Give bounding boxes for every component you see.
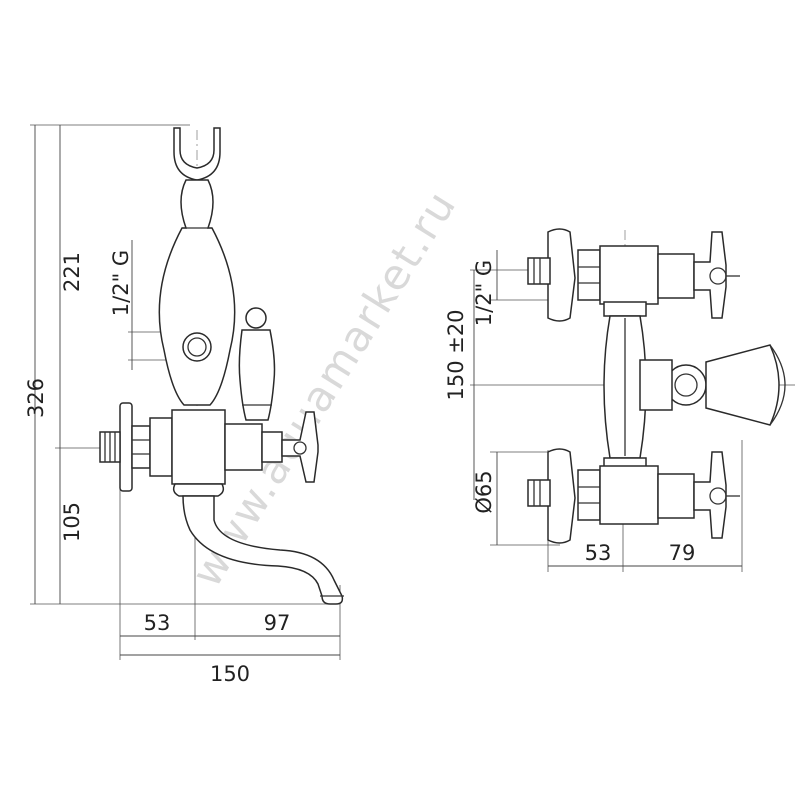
column-outlet-hole bbox=[187, 337, 207, 357]
valve-bonnet bbox=[261, 431, 283, 463]
upper-hex-nut bbox=[577, 249, 601, 301]
dim-text-dia65: Ø65 bbox=[472, 470, 496, 513]
dim-text-53-right: 53 bbox=[585, 541, 612, 565]
watermark-text: www.aquamarket.ru bbox=[182, 181, 466, 595]
cross-handle-left bbox=[281, 411, 319, 483]
diverter-body bbox=[639, 359, 673, 411]
lower-hex-nut bbox=[577, 469, 601, 521]
upper-inlet-stub bbox=[527, 257, 551, 285]
dim-text-326: 326 bbox=[24, 378, 48, 418]
dim-text-150-20: 150 ±20 bbox=[444, 309, 468, 400]
dim-text-97: 97 bbox=[264, 611, 291, 635]
mixer-body bbox=[171, 409, 226, 485]
lower-inlet-stub bbox=[527, 479, 551, 507]
wall-flange-left bbox=[119, 402, 133, 492]
valve-body bbox=[224, 423, 263, 471]
shower-cradle-hook bbox=[173, 127, 221, 181]
upper-valve-body bbox=[599, 245, 659, 305]
dim-text-150: 150 bbox=[210, 662, 250, 686]
dim-text-53-left: 53 bbox=[144, 611, 171, 635]
left-view: 326 221 105 1/2" G 53 97 150 bbox=[24, 124, 344, 686]
diverter-hole bbox=[674, 373, 698, 397]
cross-handle-index bbox=[293, 441, 307, 455]
hex-nut-left bbox=[131, 425, 151, 469]
bridge-top-collar bbox=[603, 301, 647, 317]
dim-text-thread-left: 1/2" G bbox=[109, 250, 133, 316]
spout-outlet-rim bbox=[769, 344, 786, 426]
lower-wall-flange bbox=[547, 448, 576, 544]
lower-valve-bonnet bbox=[657, 473, 695, 519]
dim-text-221: 221 bbox=[60, 252, 84, 292]
dim-text-105: 105 bbox=[60, 502, 84, 542]
spout-outlet-cone bbox=[705, 344, 780, 426]
dim-text-thread-right: 1/2" G bbox=[472, 260, 496, 326]
spout-collar bbox=[172, 483, 225, 497]
right-view: 150 ±20 1/2" G Ø65 53 79 bbox=[444, 228, 795, 572]
upper-wall-flange bbox=[547, 228, 576, 322]
column-body bbox=[158, 179, 236, 406]
bath-spout bbox=[182, 495, 344, 605]
upper-valve-bonnet bbox=[657, 253, 695, 299]
collar-left bbox=[149, 417, 173, 477]
lever-handle bbox=[238, 329, 276, 421]
dim-text-79: 79 bbox=[669, 541, 696, 565]
column-outlet-ring bbox=[182, 332, 212, 362]
lower-valve-body bbox=[599, 465, 659, 525]
lever-knob-top bbox=[245, 307, 267, 329]
